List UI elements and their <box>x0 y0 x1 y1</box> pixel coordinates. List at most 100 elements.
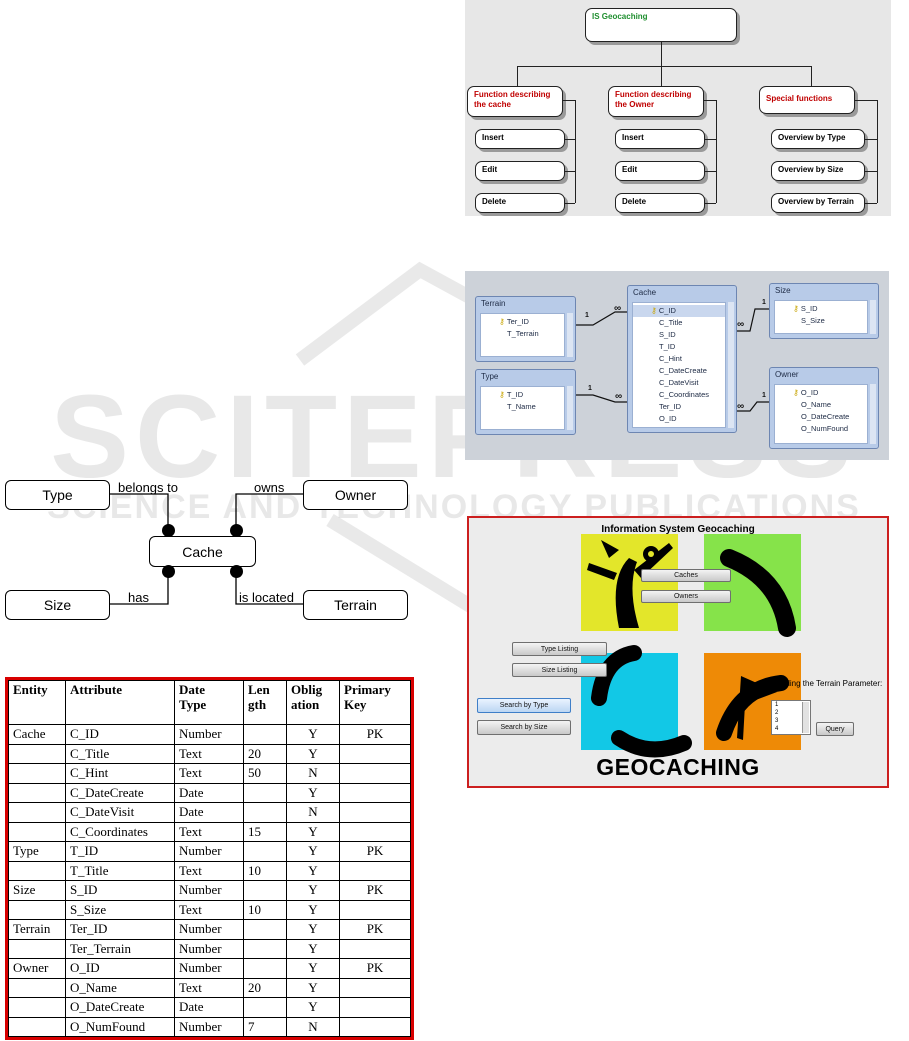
cell-obligation: Y <box>286 997 340 1018</box>
cell-type: Number <box>174 938 244 959</box>
cell-entity <box>8 997 66 1018</box>
owners-button[interactable]: Owners <box>641 590 731 603</box>
cell-entity: Terrain <box>8 919 66 940</box>
cell-type: Number <box>174 958 244 979</box>
cell-primary-key: PK <box>339 919 411 940</box>
er-connector-dot <box>162 565 175 578</box>
er-entity-terrain: Terrain <box>303 590 408 620</box>
fh-owner-edit: Edit <box>615 161 705 181</box>
relationship-lines <box>576 308 769 412</box>
cell-primary-key <box>339 763 411 784</box>
cell-primary-key <box>339 821 411 842</box>
cell-length <box>243 958 287 979</box>
cell-primary-key <box>339 743 411 764</box>
er-entity-owner: Owner <box>303 480 408 510</box>
cell-obligation: Y <box>286 841 340 862</box>
cell-obligation: Y <box>286 880 340 901</box>
cell-attribute: S_ID <box>65 880 175 901</box>
geocaching-app-screenshot: Information System Geocaching Caches Own… <box>467 516 889 788</box>
caches-button[interactable]: Caches <box>641 569 731 582</box>
cell-obligation: Y <box>286 919 340 940</box>
cell-entity <box>8 821 66 842</box>
er-diagram: Type Owner Cache Size Terrain belongs to… <box>0 470 420 630</box>
cell-type: Date <box>174 997 244 1018</box>
cell-primary-key <box>339 997 411 1018</box>
cell-length <box>243 841 287 862</box>
cell-attribute: C_DateVisit <box>65 802 175 823</box>
listbox-scrollbar[interactable] <box>802 702 809 733</box>
cell-obligation: Y <box>286 743 340 764</box>
cell-type: Number <box>174 1016 244 1037</box>
cell-entity: Type <box>8 841 66 862</box>
fh-special-size: Overview by Size <box>771 161 865 181</box>
cell-obligation: Y <box>286 724 340 745</box>
cell-length: 50 <box>243 763 287 784</box>
cell-length: 7 <box>243 1016 287 1037</box>
rel-terrain-one: 1 <box>585 312 589 319</box>
fh-branch-special: Special functions <box>759 86 855 114</box>
key-icon: ⚷ <box>793 304 799 313</box>
cell-primary-key: PK <box>339 841 411 862</box>
cell-primary-key <box>339 1016 411 1037</box>
fh-root-label: IS Geocaching <box>592 12 648 21</box>
cell-obligation: Y <box>286 782 340 803</box>
cell-entity <box>8 802 66 823</box>
er-entity-type: Type <box>5 480 110 510</box>
cell-obligation: N <box>286 802 340 823</box>
cell-attribute: T_ID <box>65 841 175 862</box>
cell-length <box>243 782 287 803</box>
cell-type: Text <box>174 743 244 764</box>
fh-owner-insert: Insert <box>615 129 705 149</box>
cell-type: Number <box>174 919 244 940</box>
header-attribute: Attribute <box>65 680 175 725</box>
cell-type: Number <box>174 841 244 862</box>
cell-entity <box>8 1016 66 1037</box>
key-icon: ⚷ <box>499 390 505 399</box>
cell-primary-key <box>339 802 411 823</box>
fh-branch-owner-label: Function describing the Owner <box>615 90 692 109</box>
cell-attribute: C_DateCreate <box>65 782 175 803</box>
cell-type: Text <box>174 899 244 920</box>
query-button[interactable]: Query <box>816 722 854 736</box>
table-cache: Cache ⚷C_ID C_Title S_ID T_ID C_Hint C_D… <box>627 285 737 433</box>
cell-type: Text <box>174 977 244 998</box>
rel-size-one: 1 <box>762 299 766 306</box>
cell-primary-key <box>339 977 411 998</box>
cell-attribute: C_ID <box>65 724 175 745</box>
cell-type: Text <box>174 860 244 881</box>
er-connector-dot <box>162 524 175 537</box>
fh-branch-cache-label: Function describing the cache <box>474 90 551 109</box>
size-listing-button[interactable]: Size Listing <box>512 663 607 677</box>
cell-attribute: O_NumFound <box>65 1016 175 1037</box>
search-by-size-button[interactable]: Search by Size <box>477 720 571 735</box>
cell-primary-key: PK <box>339 958 411 979</box>
cell-attribute: O_Name <box>65 977 175 998</box>
cell-length: 20 <box>243 977 287 998</box>
cell-length <box>243 938 287 959</box>
table-owner: Owner ⚷O_ID O_Name O_DateCreate O_NumFou… <box>769 367 879 449</box>
cell-length <box>243 724 287 745</box>
terrain-listbox[interactable]: 1 2 3 4 <box>771 700 811 735</box>
cell-entity <box>8 899 66 920</box>
cell-attribute: C_Coordinates <box>65 821 175 842</box>
cell-obligation: Y <box>286 958 340 979</box>
search-by-type-button[interactable]: Search by Type <box>477 698 571 713</box>
header-entity: Entity <box>8 680 66 725</box>
table-terrain: Terrain ⚷Ter_ID T_Terrain <box>475 296 576 362</box>
rel-type-one: 1 <box>588 385 592 392</box>
type-listing-button[interactable]: Type Listing <box>512 642 607 656</box>
cell-primary-key <box>339 938 411 959</box>
cell-length <box>243 880 287 901</box>
fh-special-type: Overview by Type <box>771 129 865 149</box>
cell-entity: Size <box>8 880 66 901</box>
